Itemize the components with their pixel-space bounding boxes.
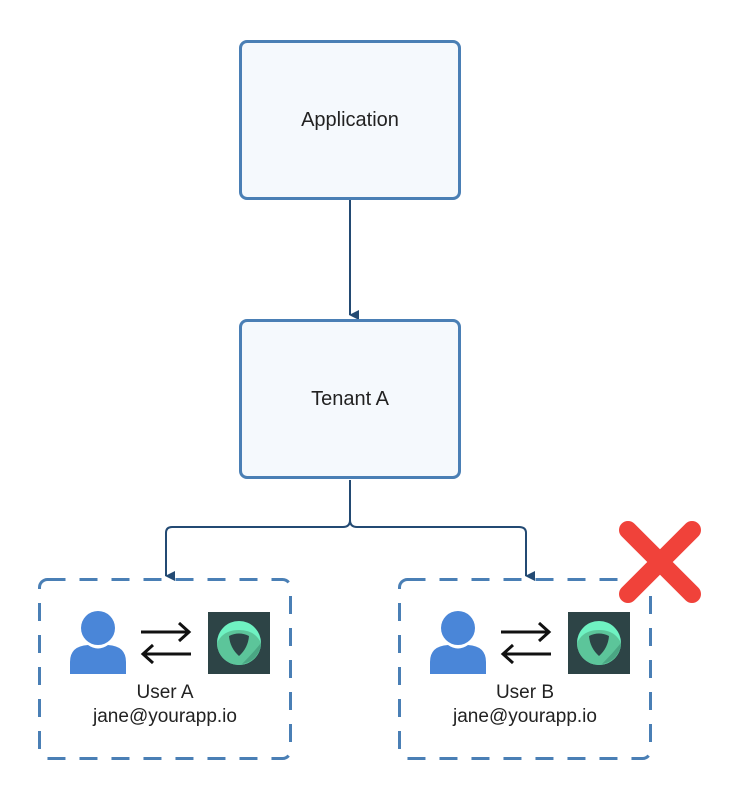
user-name: User A — [136, 682, 194, 703]
red-x-icon — [619, 521, 701, 603]
user-email: jane@yourapp.io — [93, 706, 237, 727]
tenant-to-user-b-connector — [349, 519, 535, 581]
user-b-card[interactable]: User B jane@yourapp.io — [398, 578, 652, 760]
dashed-border — [398, 578, 652, 760]
user-a-card[interactable]: User A jane@yourapp.io — [38, 578, 292, 760]
tenant-label: Tenant A — [311, 387, 389, 410]
person-icon — [70, 611, 126, 674]
application-label: Application — [301, 108, 399, 131]
exchange-arrows-icon — [140, 622, 192, 664]
user-name: User B — [495, 682, 555, 703]
application-node[interactable]: Application — [239, 40, 461, 200]
dashed-border — [38, 578, 292, 760]
exchange-arrows-icon — [500, 622, 552, 664]
shield-logo-icon — [568, 612, 630, 674]
tenant-to-user-a-connector — [165, 480, 351, 581]
person-icon — [430, 611, 486, 674]
shield-logo-icon — [208, 612, 270, 674]
user-email: jane@yourapp.io — [453, 706, 597, 727]
tenant-node[interactable]: Tenant A — [239, 319, 461, 479]
